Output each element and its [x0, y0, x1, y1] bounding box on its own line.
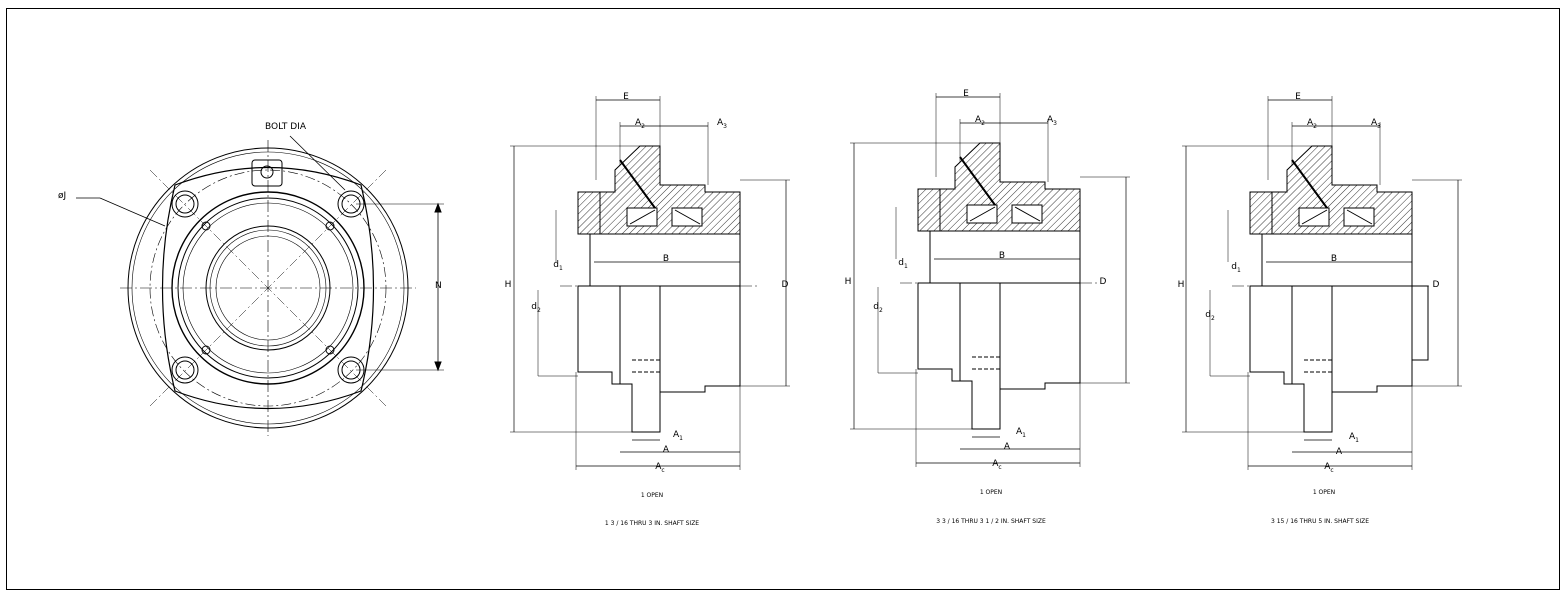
open-label: 1 OPEN — [640, 492, 664, 499]
section-view-2 — [849, 92, 1131, 468]
dim-a3: A3 — [1047, 115, 1057, 127]
dim-h: H — [1177, 280, 1185, 290]
shaft-size-label: 3 15 / 16 THRU 5 IN. SHAFT SIZE — [1270, 518, 1370, 525]
dim-a2: A2 — [1307, 118, 1317, 130]
section-view-1 — [510, 96, 790, 470]
drawing-border — [6, 8, 1560, 590]
dim-a: A — [1335, 447, 1343, 457]
dim-a3: A3 — [717, 118, 727, 130]
dim-ac: Ac — [1324, 462, 1334, 474]
shaft-size-label: 1 3 / 16 THRU 3 IN. SHAFT SIZE — [604, 520, 700, 527]
dim-d2: d2 — [531, 302, 541, 314]
open-label: 1 OPEN — [979, 489, 1003, 496]
dim-d1: d1 — [898, 258, 908, 270]
dim-d: D — [1099, 277, 1107, 287]
dim-h: H — [504, 280, 512, 290]
bolt-hole — [171, 356, 199, 384]
dim-d1: d1 — [553, 260, 563, 272]
dim-a2: A2 — [975, 115, 985, 127]
dim-d: D — [1432, 280, 1440, 290]
grease-fitting — [251, 159, 283, 187]
dim-a1: A1 — [1016, 427, 1026, 439]
dim-d2: d2 — [873, 302, 883, 314]
dim-a2: A2 — [635, 118, 645, 130]
shaft-size-label: 3 3 / 16 THRU 3 1 / 2 IN. SHAFT SIZE — [936, 518, 1046, 525]
front-view — [76, 135, 444, 436]
dim-a: A — [662, 445, 670, 455]
dim-d2: d2 — [1205, 310, 1215, 322]
section-view-3 — [1181, 95, 1463, 471]
dim-d: D — [781, 280, 789, 290]
dim-b: B — [1330, 254, 1338, 264]
dim-e: E — [1295, 92, 1301, 102]
dim-ac: Ac — [992, 459, 1002, 471]
dim-a1: A1 — [1349, 432, 1359, 444]
phi-j-label: øJ — [58, 191, 67, 201]
dim-a3: A3 — [1371, 118, 1381, 130]
dim-e: E — [623, 92, 629, 102]
open-label: 1 OPEN — [1312, 489, 1336, 496]
bolt-hole — [171, 190, 199, 218]
n-dimension-label: N — [435, 281, 442, 291]
dim-e: E — [963, 89, 969, 99]
dim-b: B — [662, 254, 670, 264]
dim-ac: Ac — [655, 462, 665, 474]
dim-b: B — [998, 251, 1006, 261]
dim-a1: A1 — [673, 430, 683, 442]
dim-h: H — [844, 277, 852, 287]
dim-d1: d1 — [1231, 262, 1241, 274]
dim-a: A — [1003, 442, 1011, 452]
bolt-dia-label: BOLT DIA — [265, 122, 306, 132]
